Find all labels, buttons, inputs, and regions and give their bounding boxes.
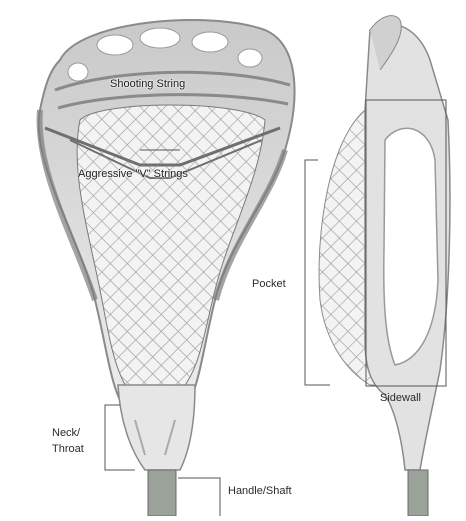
handle-shaft-label: Handle/Shaft [228, 485, 292, 497]
shooting-string-label: Shooting String [110, 78, 185, 90]
neck-throat-label-line2: Throat [52, 443, 84, 455]
pocket-label: Pocket [252, 278, 286, 290]
front-shaft [148, 470, 176, 516]
sidewall-label: Sidewall [380, 392, 421, 404]
side-view-head [319, 16, 450, 516]
front-view-head [39, 20, 295, 516]
side-shaft [408, 470, 428, 516]
neck-throat-label-line1: Neck/ [52, 427, 80, 439]
front-throat [118, 385, 195, 470]
v-strings-label: Aggressive "V" Strings [78, 168, 188, 180]
handle-bracket [178, 478, 220, 516]
